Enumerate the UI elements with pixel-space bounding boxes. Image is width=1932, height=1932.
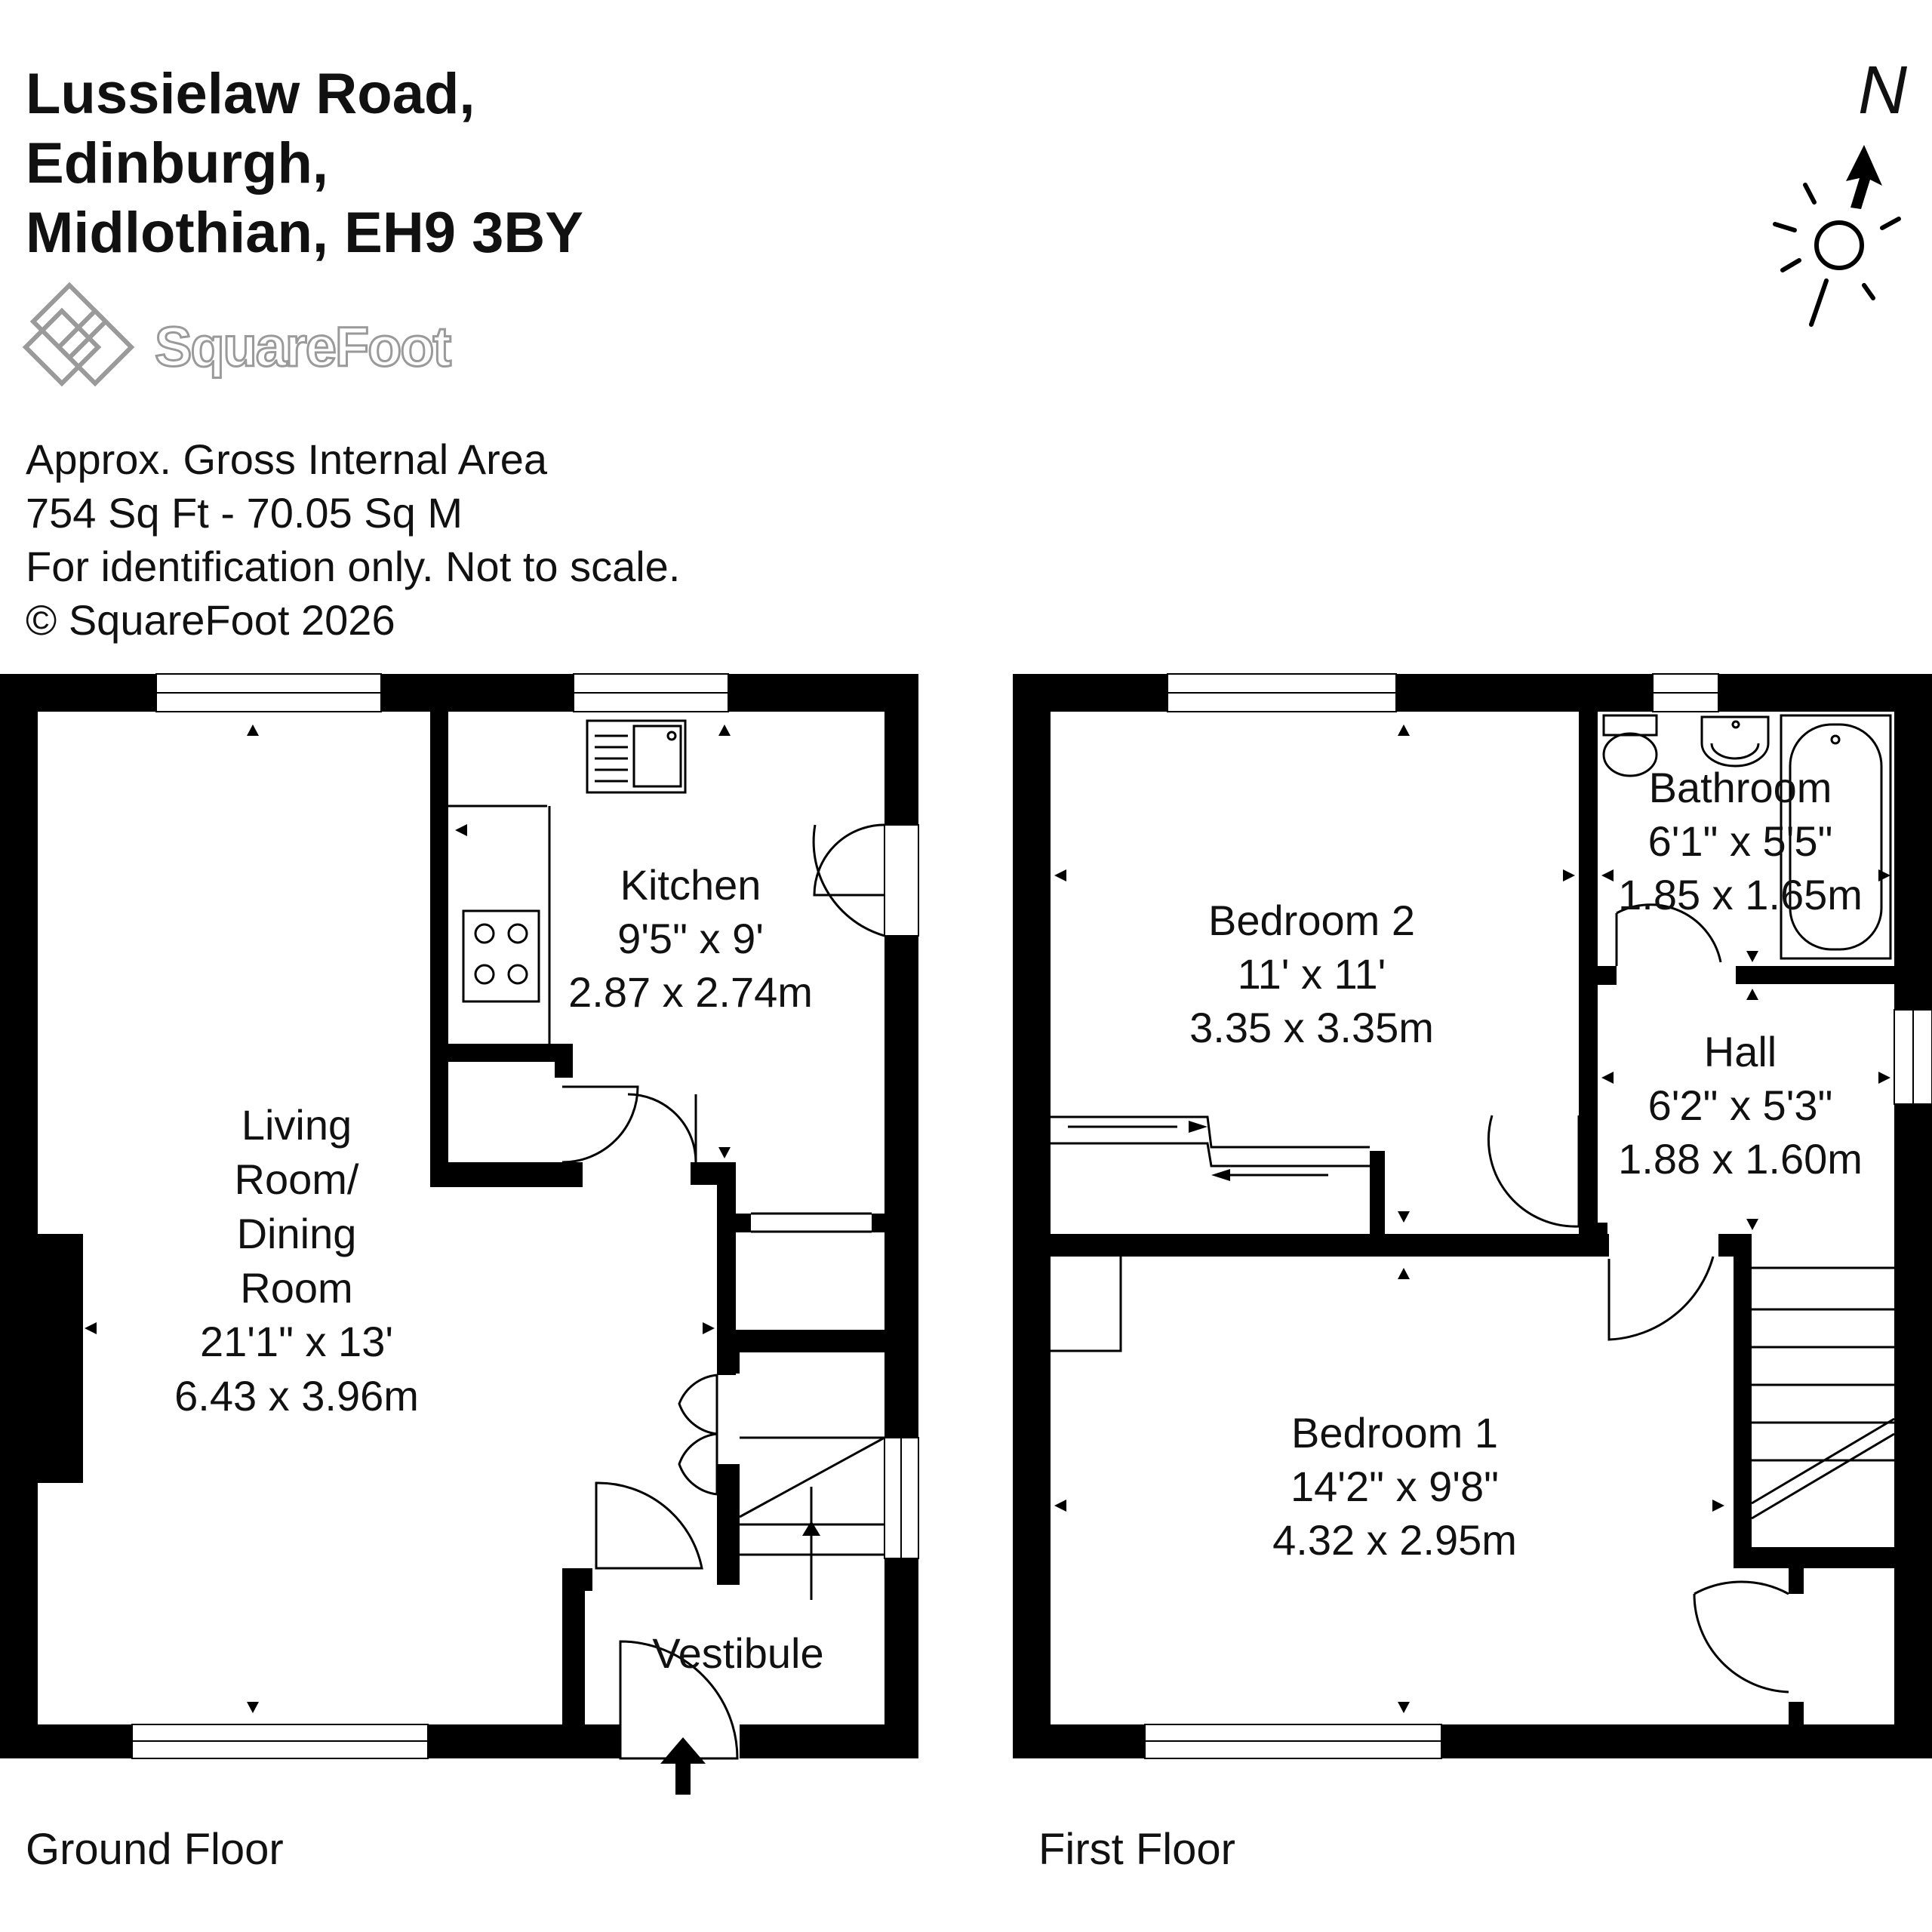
hall-name: Hall xyxy=(1704,1028,1777,1075)
bathroom-imperial: 6'1" x 5'5" xyxy=(1648,817,1833,865)
area-value: 754 Sq Ft - 70.05 Sq M xyxy=(26,489,463,537)
entrance-arrow-icon xyxy=(660,1737,706,1795)
address-line-1: Lussielaw Road, xyxy=(26,62,475,126)
living-room-imperial: 21'1" x 13' xyxy=(200,1318,393,1365)
kitchen-fittings xyxy=(448,719,885,1760)
bedroom-2-metric: 3.35 x 3.35m xyxy=(1189,1004,1434,1051)
ground-floor-walls xyxy=(0,674,918,1758)
toilet-icon xyxy=(1602,714,1658,777)
disclaimer-text: For identification only. Not to scale. xyxy=(26,543,680,590)
area-title: Approx. Gross Internal Area xyxy=(26,435,548,483)
kitchen-back-door-swing xyxy=(813,823,885,897)
ground-floor-windows xyxy=(131,673,919,1759)
kitchen-name: Kitchen xyxy=(620,861,761,909)
first-floor-windows xyxy=(1144,673,1932,1759)
living-room-name-4: Room xyxy=(240,1264,352,1312)
sink-drainer-icon xyxy=(595,734,628,783)
vestibule-name: Vestibule xyxy=(652,1629,823,1677)
hall-metric: 1.88 x 1.60m xyxy=(1618,1135,1863,1183)
logo-text: SquareFoot xyxy=(155,315,451,378)
bath-icon xyxy=(1780,714,1892,960)
hob-icon xyxy=(462,909,540,1003)
ground-floor-label: Ground Floor xyxy=(26,1825,284,1874)
cupboard-door-swing xyxy=(561,1085,639,1164)
address-line-3: Midlothian, EH9 3BY xyxy=(26,201,583,265)
bedroom-2-imperial: 11' x 11' xyxy=(1238,950,1386,998)
living-room-metric: 6.43 x 3.96m xyxy=(174,1372,419,1420)
bathroom-metric: 1.85 x 1.65m xyxy=(1618,871,1863,918)
first-floor-plan: Bedroom 2 11' x 11' 3.35 x 3.35m Bathroo… xyxy=(1013,673,1932,1759)
ground-floor-plan: Living Room/ Dining Room 21'1" x 13' 6.4… xyxy=(0,673,919,1795)
bathroom-name: Bathroom xyxy=(1649,764,1832,811)
first-floor-dimension-markers xyxy=(1054,724,1890,1713)
kitchen-imperial: 9'5" x 9' xyxy=(617,915,764,962)
bedroom-1-imperial: 14'2" x 9'8" xyxy=(1291,1463,1499,1510)
logo-mark-icon xyxy=(22,281,135,387)
living-room-name-2: Room/ xyxy=(235,1155,359,1203)
living-room-name-1: Living xyxy=(242,1101,352,1149)
address-line-2: Edinburgh, xyxy=(26,131,328,195)
copyright-text: © SquareFoot 2026 xyxy=(26,596,395,644)
bedroom-2-name: Bedroom 2 xyxy=(1208,897,1415,944)
north-label: N xyxy=(1858,53,1908,128)
squarefoot-logo: SquareFoot xyxy=(22,281,454,387)
sink-icon xyxy=(586,719,687,794)
hall-imperial: 6'2" x 5'3" xyxy=(1648,1081,1833,1129)
first-floor-fittings xyxy=(1051,714,1895,1694)
living-room-name-3: Dining xyxy=(237,1210,357,1257)
bedroom-1-metric: 4.32 x 2.95m xyxy=(1272,1516,1517,1564)
basin-icon xyxy=(1700,715,1770,768)
kitchen-metric: 2.87 x 2.74m xyxy=(568,968,813,1016)
bedroom-1-name: Bedroom 1 xyxy=(1291,1409,1498,1457)
ground-floor-dimension-markers xyxy=(85,724,731,1713)
first-floor-walls xyxy=(1013,674,1932,1758)
first-floor-label: First Floor xyxy=(1038,1825,1235,1874)
sun-compass-icon: N xyxy=(1773,53,1908,327)
